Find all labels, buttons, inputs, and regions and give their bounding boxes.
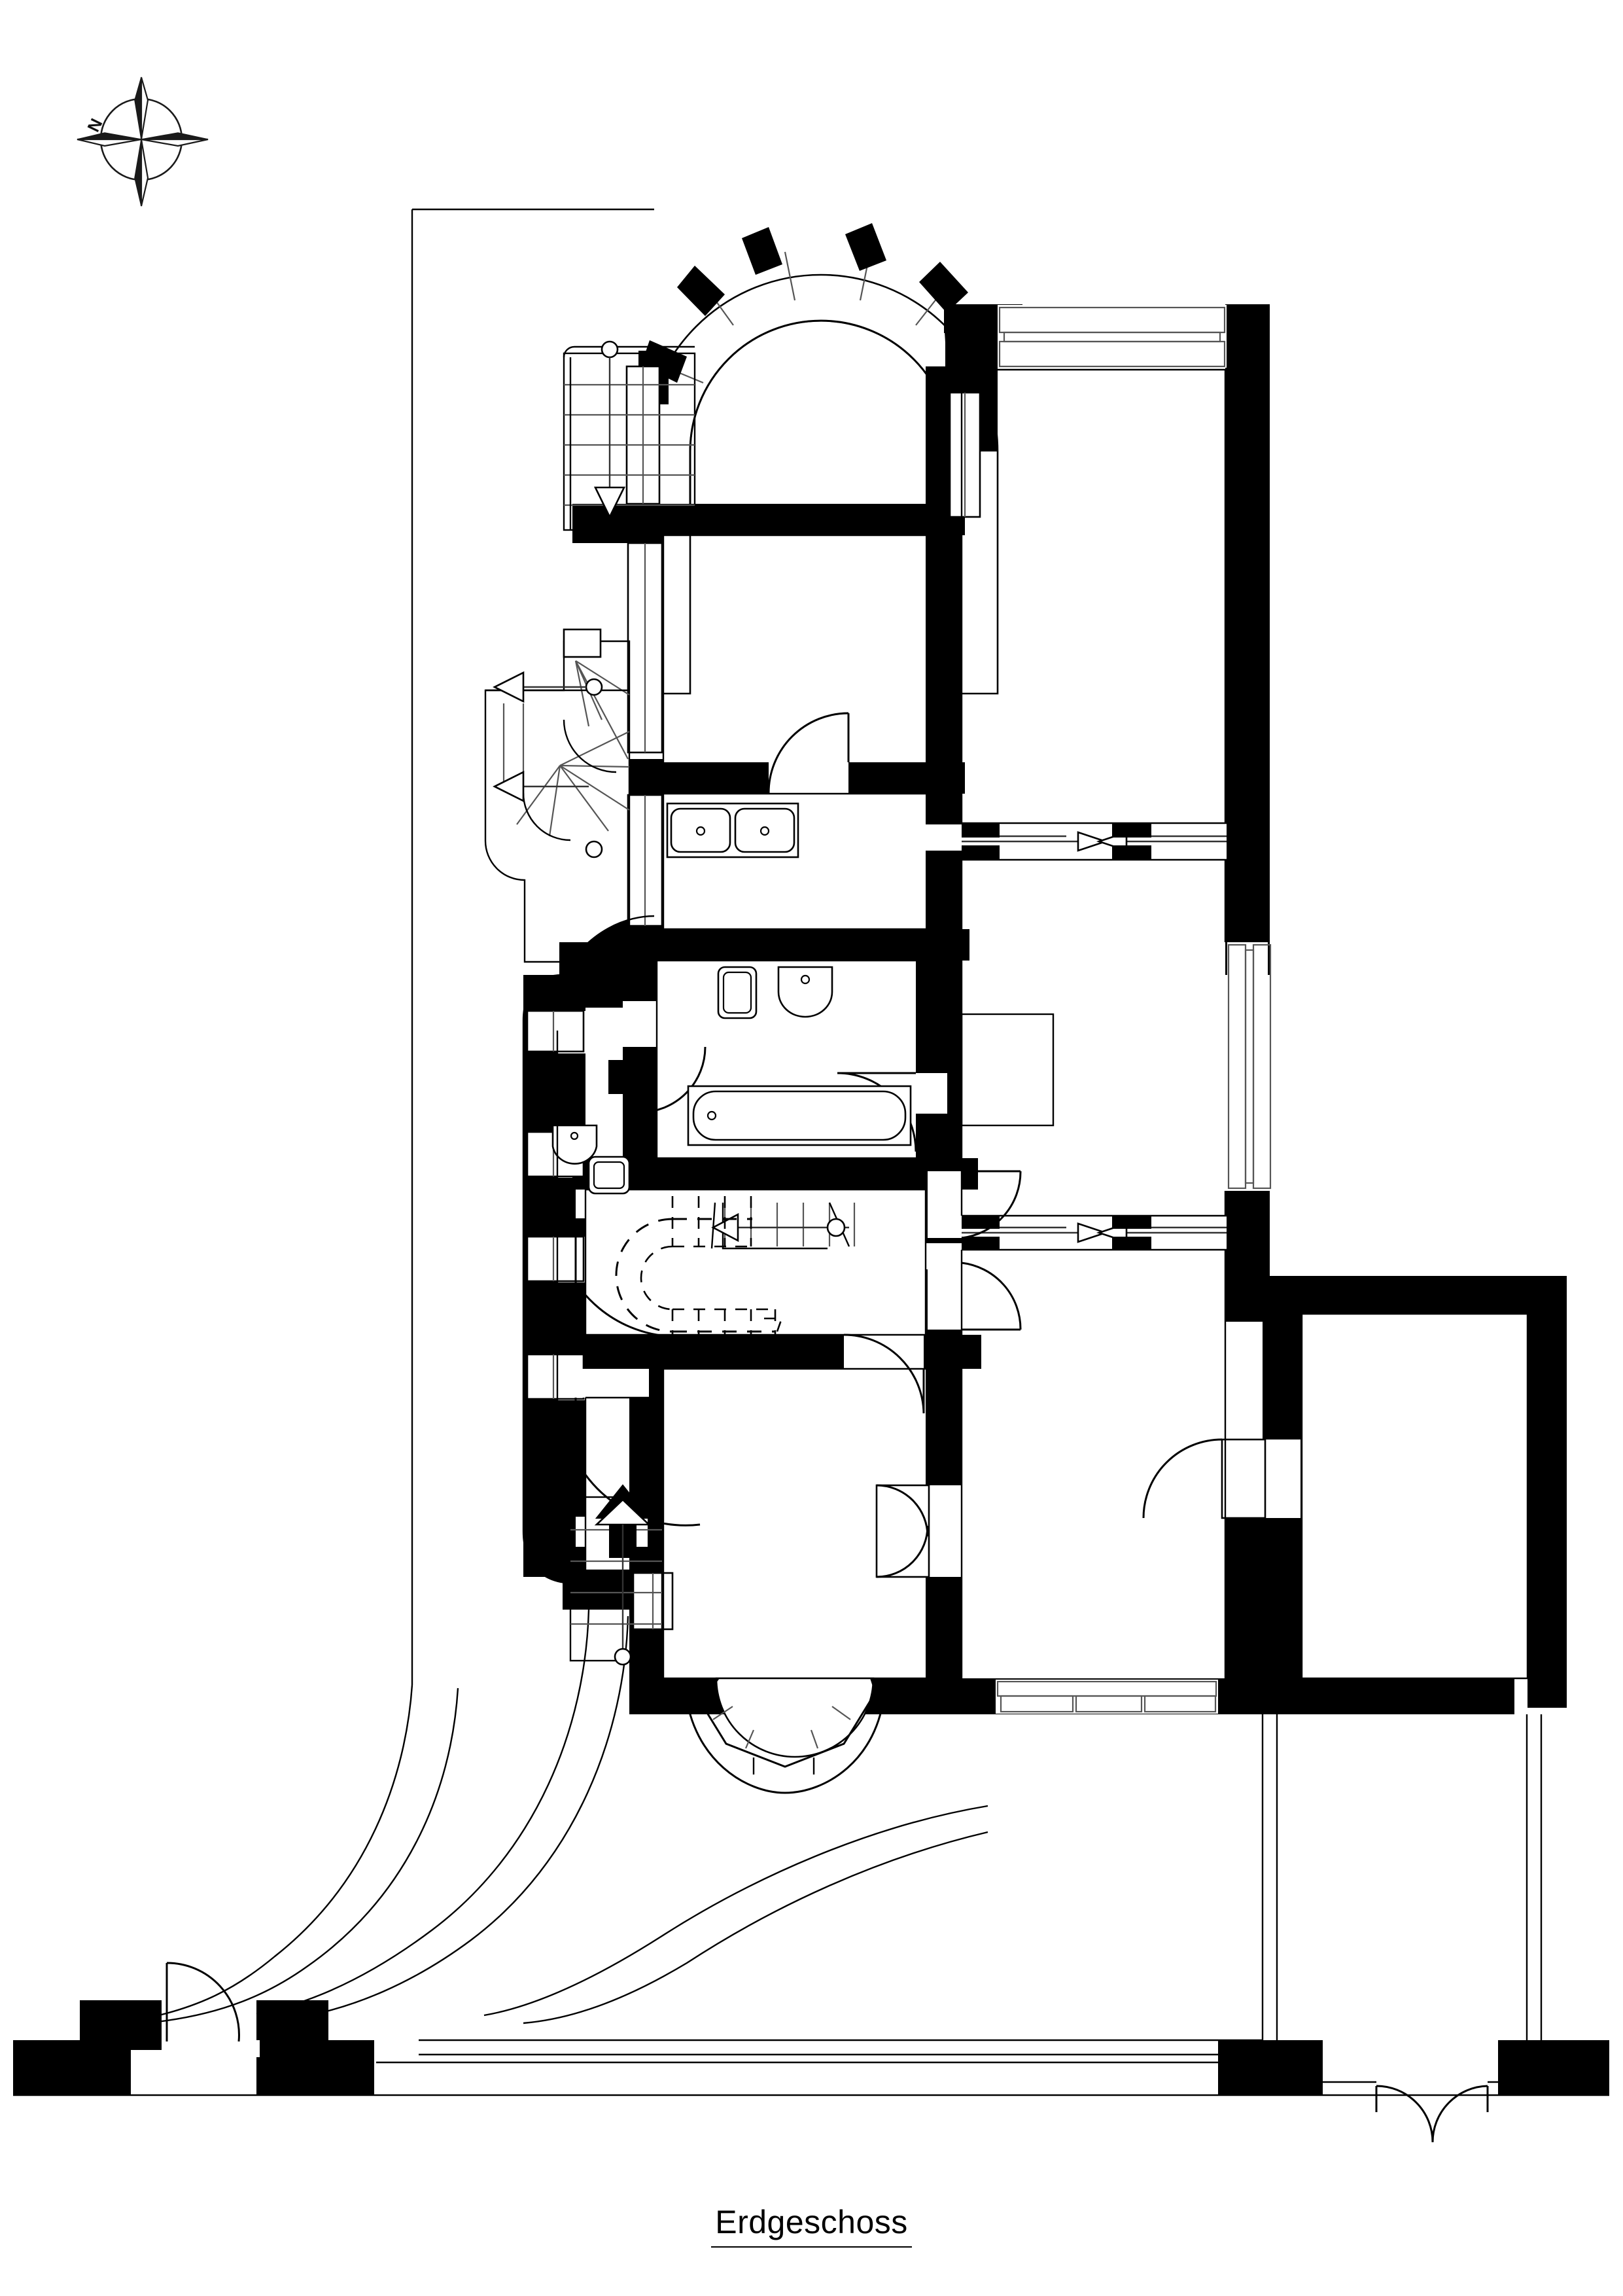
exterior-stair-north — [563, 340, 696, 531]
main-stair-hall — [615, 1196, 856, 1335]
door-annex — [1142, 1438, 1300, 1519]
terrace-outline — [13, 1714, 1609, 2096]
west-curved-wall-detail — [522, 915, 655, 1585]
window-east-upper — [1227, 942, 1272, 1191]
bathroom-fixtures — [687, 966, 912, 1146]
apse-room-interior — [689, 319, 953, 504]
wc-fixtures — [551, 1124, 631, 1195]
page-title: Erdgeschoss — [711, 2205, 912, 2248]
building-walls — [13, 304, 1567, 2095]
compass-rose — [77, 77, 209, 207]
window-west-4 — [526, 1353, 585, 1400]
door-hall-west-upper — [574, 1190, 701, 1338]
door-south-room-top — [843, 1333, 925, 1414]
windows — [526, 305, 1272, 1714]
door-vestibule — [574, 1369, 701, 1527]
sliding-door-upper — [962, 822, 1227, 861]
window-corridor-west — [627, 542, 663, 754]
door-wc — [623, 1001, 707, 1114]
site-boundary-line — [411, 208, 654, 1685]
door-hall-east-lower — [928, 1262, 1022, 1331]
kitchen-sinks — [666, 802, 799, 858]
bay-window-oriel — [663, 1677, 926, 1794]
window-corridor-west-2 — [627, 794, 663, 927]
window-apse-east — [949, 391, 981, 518]
room-outlines — [584, 368, 1529, 1680]
window-west-1 — [526, 1010, 585, 1053]
door-hall-east-upper — [928, 1170, 1022, 1239]
door-south-room-double — [875, 1484, 964, 1578]
entry-stair-west — [569, 1484, 663, 1666]
winder-stair-west — [484, 628, 631, 963]
door-terrace-gate — [1375, 2085, 1489, 2143]
sliding-doors — [962, 822, 1227, 1251]
window-south — [996, 1680, 1218, 1714]
window-west-3 — [526, 1235, 585, 1282]
drawing-title-block: Erdgeschoss — [0, 2205, 1623, 2248]
door-garden-gate — [162, 1962, 260, 2057]
window-south-room-west — [632, 1572, 674, 1631]
east-room-niche — [960, 1013, 1055, 1127]
window-north — [998, 305, 1227, 368]
sliding-door-lower — [962, 1214, 1227, 1251]
garden-path — [127, 1609, 988, 2024]
door-middle-room — [767, 712, 850, 794]
window-apse-west — [625, 365, 661, 505]
